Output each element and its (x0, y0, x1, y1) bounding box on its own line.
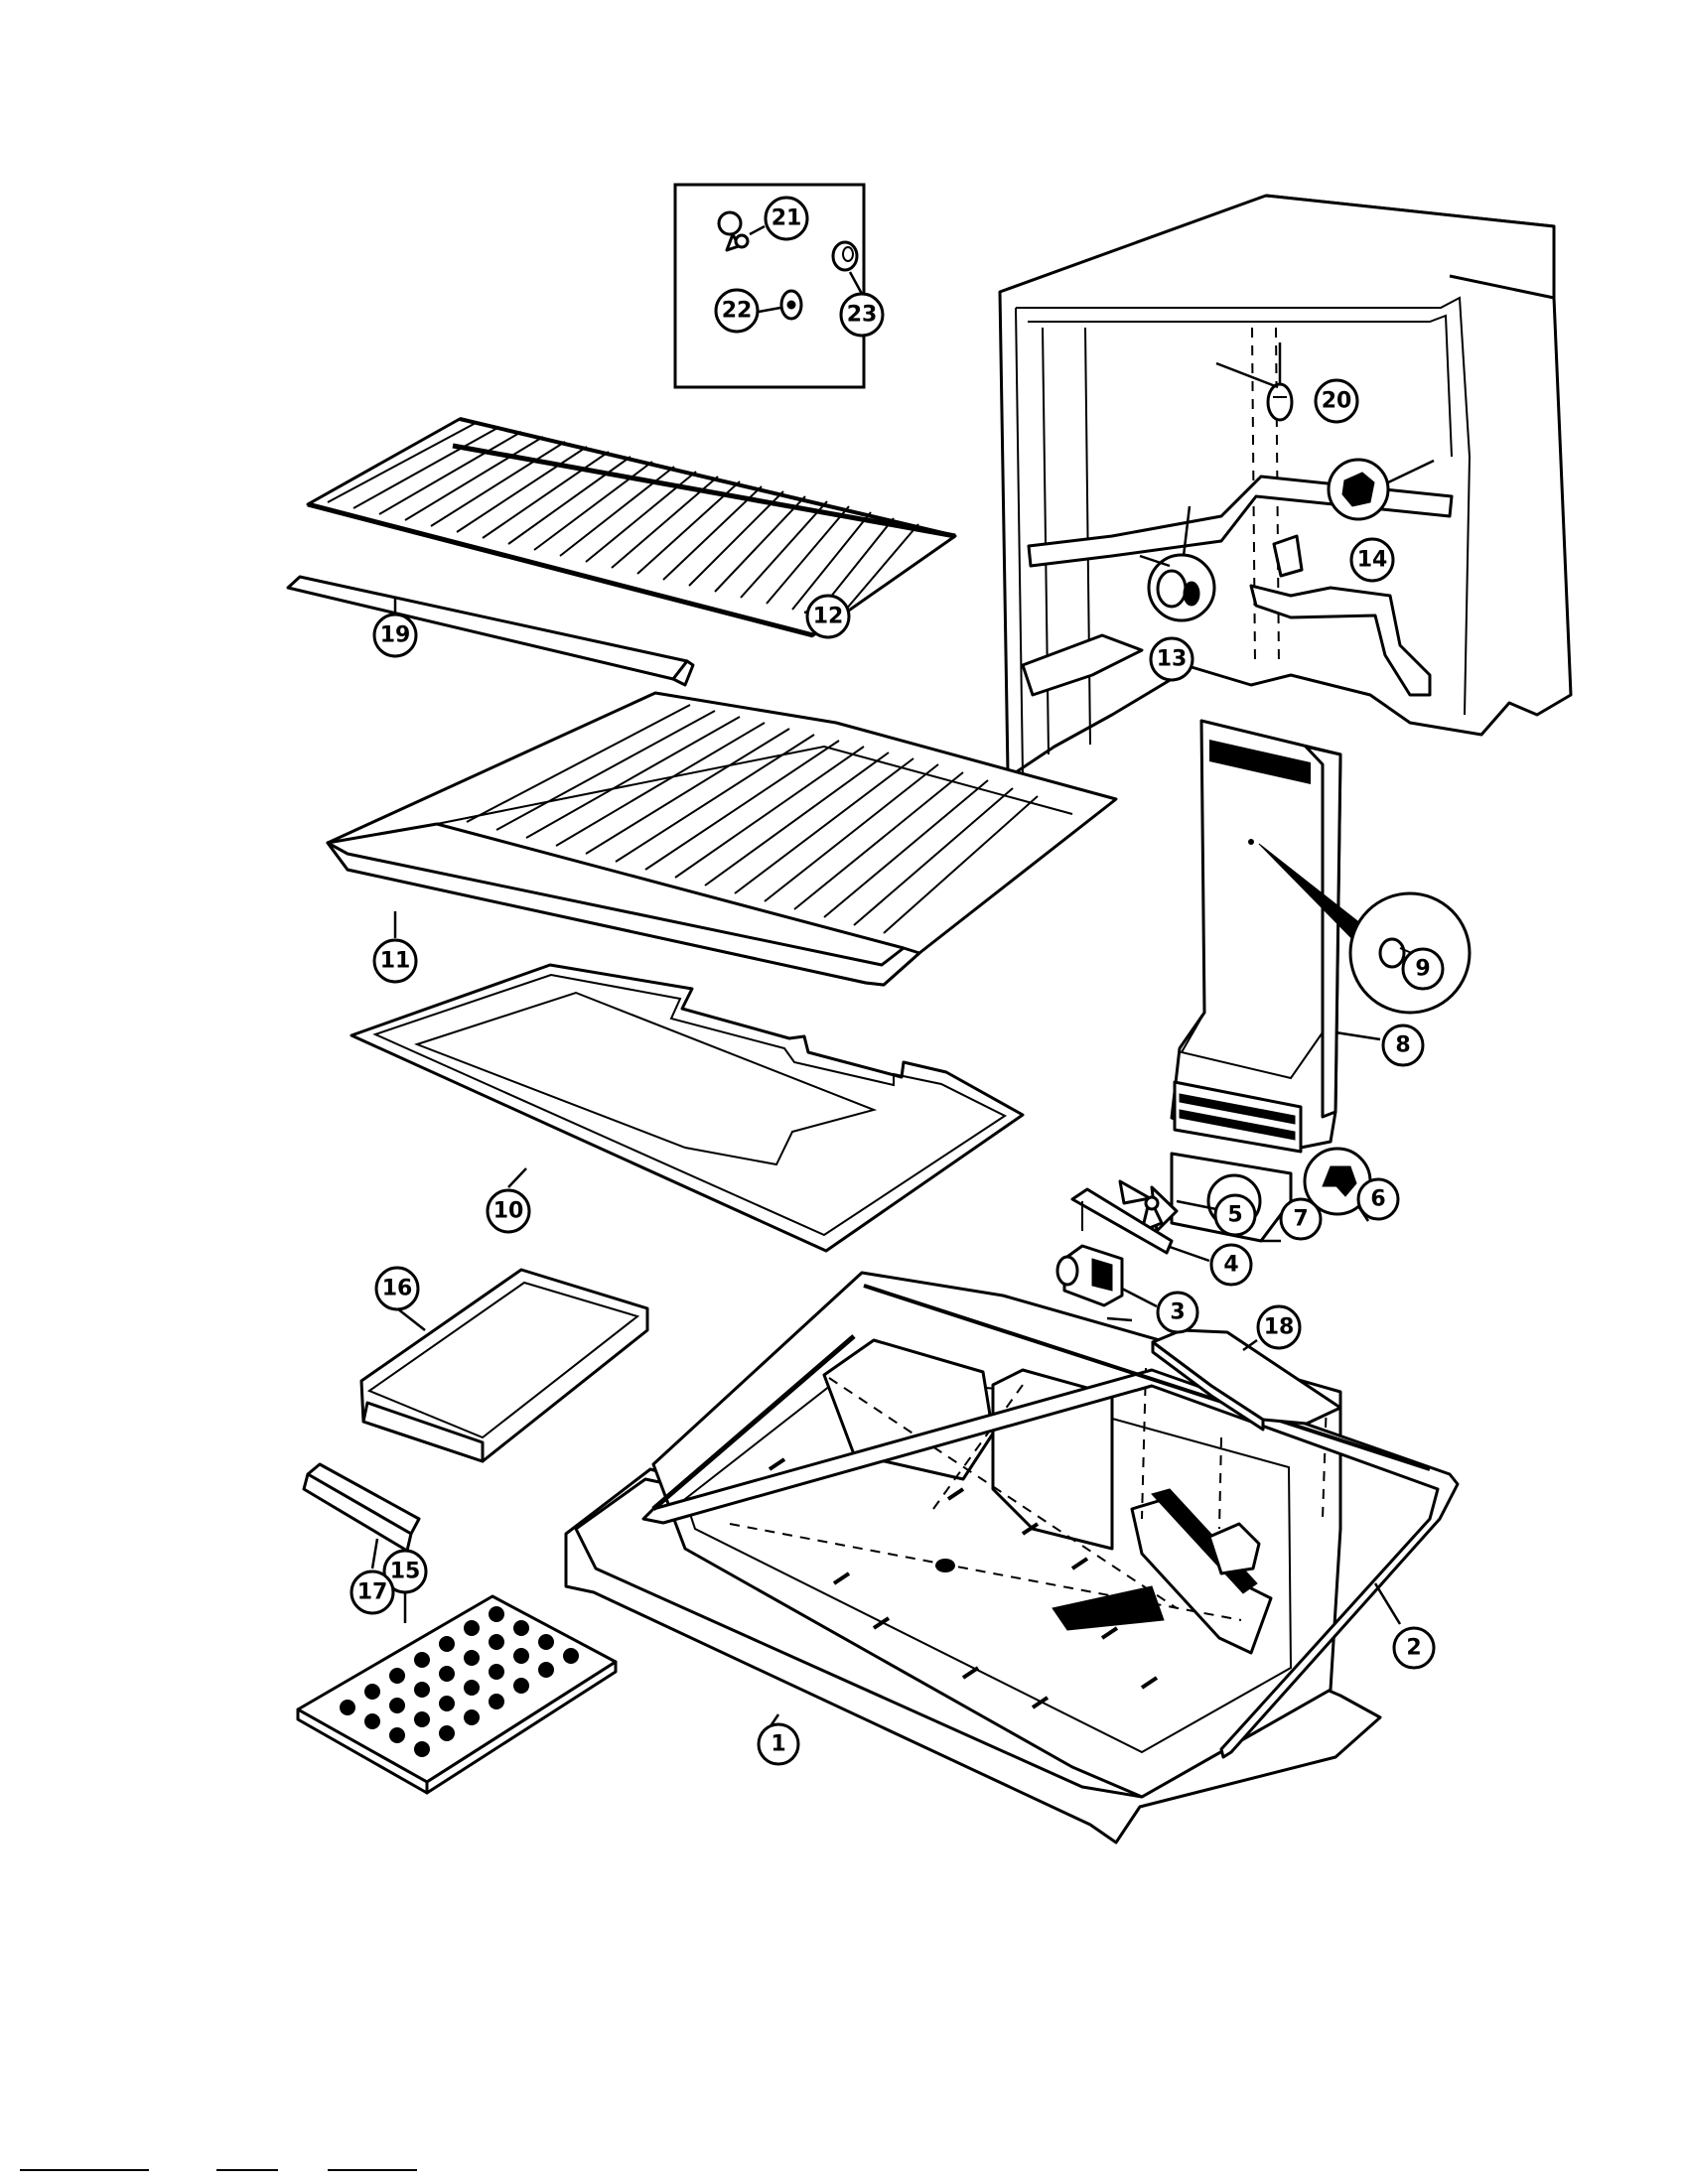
callout-20: 20 (1314, 378, 1359, 424)
callout-2: 2 (1392, 1626, 1436, 1670)
callout-21: 21 (764, 196, 809, 241)
callout-7: 7 (1279, 1197, 1323, 1241)
callout-17: 17 (350, 1570, 395, 1615)
svg-text:23: 23 (847, 303, 878, 328)
fan-motor-part-3 (1055, 1244, 1158, 1308)
callout-5: 5 (1213, 1193, 1257, 1237)
svg-text:7: 7 (1293, 1207, 1308, 1232)
svg-text:2: 2 (1406, 1636, 1421, 1661)
screw-part-21 (717, 210, 750, 252)
svg-text:10: 10 (493, 1199, 524, 1224)
svg-text:21: 21 (772, 206, 802, 231)
callout-10: 10 (486, 1188, 531, 1234)
ice-tray-part-15 (296, 1594, 618, 1795)
svg-text:18: 18 (1264, 1315, 1295, 1340)
callout-14: 14 (1349, 537, 1395, 583)
callout-18: 18 (1256, 1304, 1302, 1350)
wire-shelf-part-12 (306, 417, 957, 638)
callout-19: 19 (372, 613, 418, 658)
cap-part-23 (831, 240, 859, 272)
svg-text:12: 12 (813, 605, 844, 629)
svg-text:14: 14 (1357, 548, 1388, 573)
refrigerator-cabinet (998, 194, 1573, 776)
svg-text:6: 6 (1370, 1187, 1385, 1212)
motor-bracket-part-4 (1070, 1187, 1210, 1263)
svg-text:8: 8 (1395, 1033, 1410, 1058)
crisper-pan-part-16 (359, 1268, 649, 1463)
callout-6: 6 (1356, 1177, 1400, 1221)
callout-23: 23 (839, 292, 885, 338)
callout-15: 15 (382, 1549, 428, 1594)
callout-9: 9 (1401, 947, 1445, 991)
svg-text:5: 5 (1227, 1203, 1242, 1228)
svg-text:4: 4 (1223, 1253, 1238, 1278)
svg-text:17: 17 (357, 1580, 388, 1605)
callout-3: 3 (1156, 1291, 1199, 1334)
evaporator-cover-part-8 (1170, 719, 1371, 1154)
fan-blade-part-5 (1118, 1179, 1217, 1233)
svg-text:11: 11 (380, 949, 411, 974)
crisper-rail-part-17 (302, 1462, 421, 1553)
shelf-rail-part-19 (286, 575, 695, 687)
callout-22: 22 (714, 288, 760, 334)
callout-8: 8 (1381, 1024, 1425, 1067)
bracket-part-14 (1327, 458, 1435, 521)
callout-1: 1 (757, 1722, 800, 1766)
washer-part-22 (779, 289, 803, 321)
callout-12: 12 (805, 594, 851, 639)
callout-4: 4 (1209, 1243, 1253, 1287)
callout-13: 13 (1149, 636, 1194, 682)
svg-text:20: 20 (1322, 389, 1352, 414)
svg-text:9: 9 (1415, 957, 1430, 982)
callout-11: 11 (372, 938, 418, 984)
glass-panel-part-10 (350, 963, 1025, 1253)
freezer-liner-part-1 (564, 1271, 1382, 1844)
light-socket-part-13 (1139, 505, 1216, 622)
cover-part-18 (1151, 1328, 1342, 1432)
svg-text:15: 15 (390, 1560, 421, 1584)
svg-text:1: 1 (771, 1732, 785, 1757)
thermostat-knob-part-20 (1266, 382, 1294, 422)
svg-text:19: 19 (380, 623, 411, 648)
svg-text:22: 22 (722, 299, 753, 324)
shelf-frame-part-11 (326, 691, 1118, 987)
svg-text:16: 16 (382, 1277, 413, 1301)
svg-text:3: 3 (1170, 1300, 1185, 1325)
callout-16: 16 (374, 1266, 420, 1311)
svg-text:13: 13 (1157, 647, 1188, 672)
